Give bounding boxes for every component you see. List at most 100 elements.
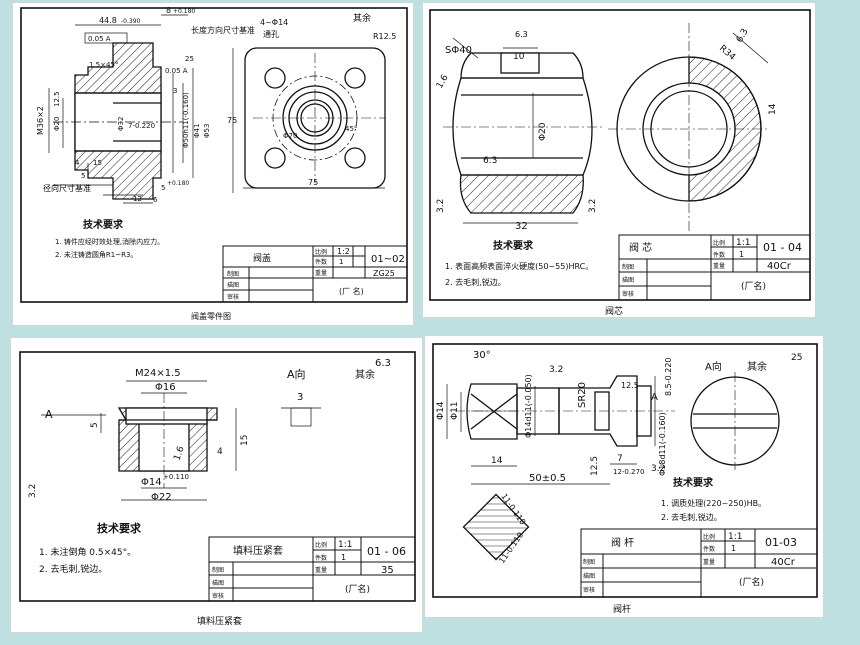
part-name: 阀 杆 bbox=[611, 536, 634, 549]
valve-stem-a-view bbox=[690, 372, 780, 470]
panel-packing-sleeve: M24×1.5 Φ16 A向 3 A 5 15 4 1.6 Φ14 +0.110… bbox=[10, 337, 423, 633]
dim-7: 7 bbox=[617, 454, 623, 464]
dim-7: 7-0.220 bbox=[128, 122, 155, 130]
rest-label: 其余 bbox=[355, 368, 375, 381]
weight-label: 重量 bbox=[703, 558, 715, 566]
finish-3-2: 3.2 bbox=[549, 365, 563, 375]
dim-r34: R34 bbox=[717, 44, 737, 63]
dim-5: 5 bbox=[90, 422, 100, 428]
finish-1-6: 1.6 bbox=[435, 73, 451, 91]
packing-sleeve-section bbox=[117, 393, 218, 488]
part-name: 阀 芯 bbox=[629, 241, 652, 254]
dim-14: 14 bbox=[768, 103, 778, 115]
drawing-number: 01 - 04 bbox=[763, 241, 802, 254]
tech-req-1: 1. 调质处理(220~250)HB。 bbox=[661, 498, 766, 508]
dim-3: 3 bbox=[173, 87, 177, 95]
title-block bbox=[222, 245, 408, 303]
caption: 阀芯 bbox=[605, 305, 623, 317]
dim-sr20: SR20 bbox=[577, 382, 588, 408]
dim-d16: Φ16 bbox=[155, 382, 176, 393]
valve-core-section bbox=[443, 52, 603, 214]
finish-6-3: 6.3 bbox=[515, 30, 528, 39]
tech-req-1: 1. 未注倒角 0.5×45°。 bbox=[39, 546, 136, 558]
finish-3-2: 3.2 bbox=[28, 484, 38, 498]
finish-12-5: 12.5 bbox=[621, 381, 639, 390]
panel-valve-cover: 44.8 -0.390 0.05 A 8 +0.180 长度方向尺寸基准 4~Φ… bbox=[12, 2, 414, 326]
valve-stem-section bbox=[462, 493, 530, 561]
drawing-valve-cover: 44.8 -0.390 0.05 A 8 +0.180 长度方向尺寸基准 4~Φ… bbox=[20, 6, 408, 321]
tech-req-1: 1. 铸件应经时效处理,消除内应力。 bbox=[55, 237, 164, 246]
draw-label: 制图 bbox=[227, 270, 239, 278]
angle-45: 45° bbox=[345, 125, 357, 133]
dim-12: 12 bbox=[133, 195, 142, 203]
check-label: 审核 bbox=[227, 293, 239, 301]
finish-25: 25 bbox=[185, 55, 194, 63]
weight-label: 重量 bbox=[315, 269, 327, 277]
drawing-number: 01-03 bbox=[765, 536, 797, 549]
qty-value: 1 bbox=[339, 258, 343, 266]
finish-6-3b: 6.3 bbox=[483, 156, 497, 166]
title-block bbox=[580, 528, 818, 598]
dim-15: 15 bbox=[93, 159, 102, 167]
check-label: 审核 bbox=[212, 592, 224, 600]
tolerance-box-2: 0.05 A bbox=[165, 67, 188, 75]
dim-32: 32 bbox=[515, 221, 528, 232]
qty-label: 件数 bbox=[703, 545, 715, 553]
dim-d20: Φ20 bbox=[538, 122, 548, 141]
dim-10: 10 bbox=[513, 52, 525, 62]
length-datum-label: 长度方向尺寸基准 bbox=[191, 25, 255, 35]
tech-req-2: 2. 去毛刺,锐边。 bbox=[39, 563, 107, 575]
dim-d41: Φ41 bbox=[193, 124, 201, 138]
trace-label: 描图 bbox=[212, 579, 224, 587]
dim-d70: Φ70 bbox=[283, 132, 297, 140]
material: 35 bbox=[381, 565, 394, 576]
dim-d11: Φ11 bbox=[450, 401, 460, 420]
qty-label: 件数 bbox=[315, 554, 327, 562]
dim-8-tol: +0.180 bbox=[173, 8, 195, 15]
qty-label: 件数 bbox=[713, 251, 725, 259]
qty-value: 1 bbox=[341, 553, 346, 562]
scale-value: 1:2 bbox=[337, 247, 350, 256]
tech-req-2: 2. 未注铸造圆角R1~R3。 bbox=[55, 250, 137, 259]
tech-req-2: 2. 去毛刺,锐边。 bbox=[661, 512, 722, 522]
dim-12-5: 12.5 bbox=[53, 91, 61, 107]
qty-value: 1 bbox=[731, 544, 736, 553]
material: 40Cr bbox=[771, 557, 796, 568]
rest-label: 其余 bbox=[353, 12, 371, 24]
panel-valve-core: SΦ40 6.3 10 1.6 Φ20 6.3 3.2 3.2 32 R34 6… bbox=[422, 2, 816, 318]
panel-valve-stem: 30° 3.2 8.5-0.220 A向 其余 25 Φ14 Φ11 Φ14d1… bbox=[424, 335, 824, 618]
dim-sphere: SΦ40 bbox=[445, 45, 472, 56]
dim-d50: Φ50h11(-0.160) bbox=[182, 92, 190, 148]
dim-75-vertical: 75 bbox=[227, 116, 237, 125]
finish-3-2b: 3.2 bbox=[588, 199, 598, 213]
dim-8: 8 bbox=[166, 6, 171, 15]
dim-d53: Φ53 bbox=[203, 124, 211, 138]
dim-4: 4 bbox=[75, 159, 80, 167]
part-name: 填料压紧套 bbox=[233, 544, 283, 557]
title-block bbox=[208, 536, 416, 602]
tech-req-title: 技术要求 bbox=[97, 521, 142, 535]
qty-label: 件数 bbox=[315, 258, 327, 266]
finish-1-6: 1.6 bbox=[172, 445, 186, 462]
finish-3-2b: 3.2 bbox=[651, 464, 665, 474]
dim-6: 6 bbox=[153, 196, 158, 204]
radial-datum-label: 径向尺寸基准 bbox=[43, 183, 91, 193]
dim-5b: 5 bbox=[161, 184, 165, 192]
arrow-a: A bbox=[651, 392, 658, 403]
dim-50: 50±0.5 bbox=[529, 473, 566, 484]
finish-12-5b: 12.5 bbox=[590, 456, 600, 476]
arrow-a: A bbox=[45, 408, 53, 421]
check-label: 审核 bbox=[583, 586, 595, 594]
finish-25: 25 bbox=[791, 353, 802, 363]
dim-thread: M24×1.5 bbox=[135, 368, 181, 379]
angle-30: 30° bbox=[473, 350, 491, 361]
tech-req-2: 2. 去毛刺,锐边。 bbox=[445, 277, 506, 287]
view-a-label: A向 bbox=[705, 360, 722, 373]
dim-4: 4 bbox=[217, 447, 223, 457]
through-label: 通孔 bbox=[263, 29, 279, 39]
drawing-number: 01 - 06 bbox=[367, 545, 406, 558]
title-block bbox=[618, 234, 811, 301]
caption: 填料压紧套 bbox=[197, 615, 242, 627]
dim-5: 5 bbox=[81, 172, 85, 180]
dim-d14d11: Φ14d11(-0.050) bbox=[524, 374, 533, 438]
